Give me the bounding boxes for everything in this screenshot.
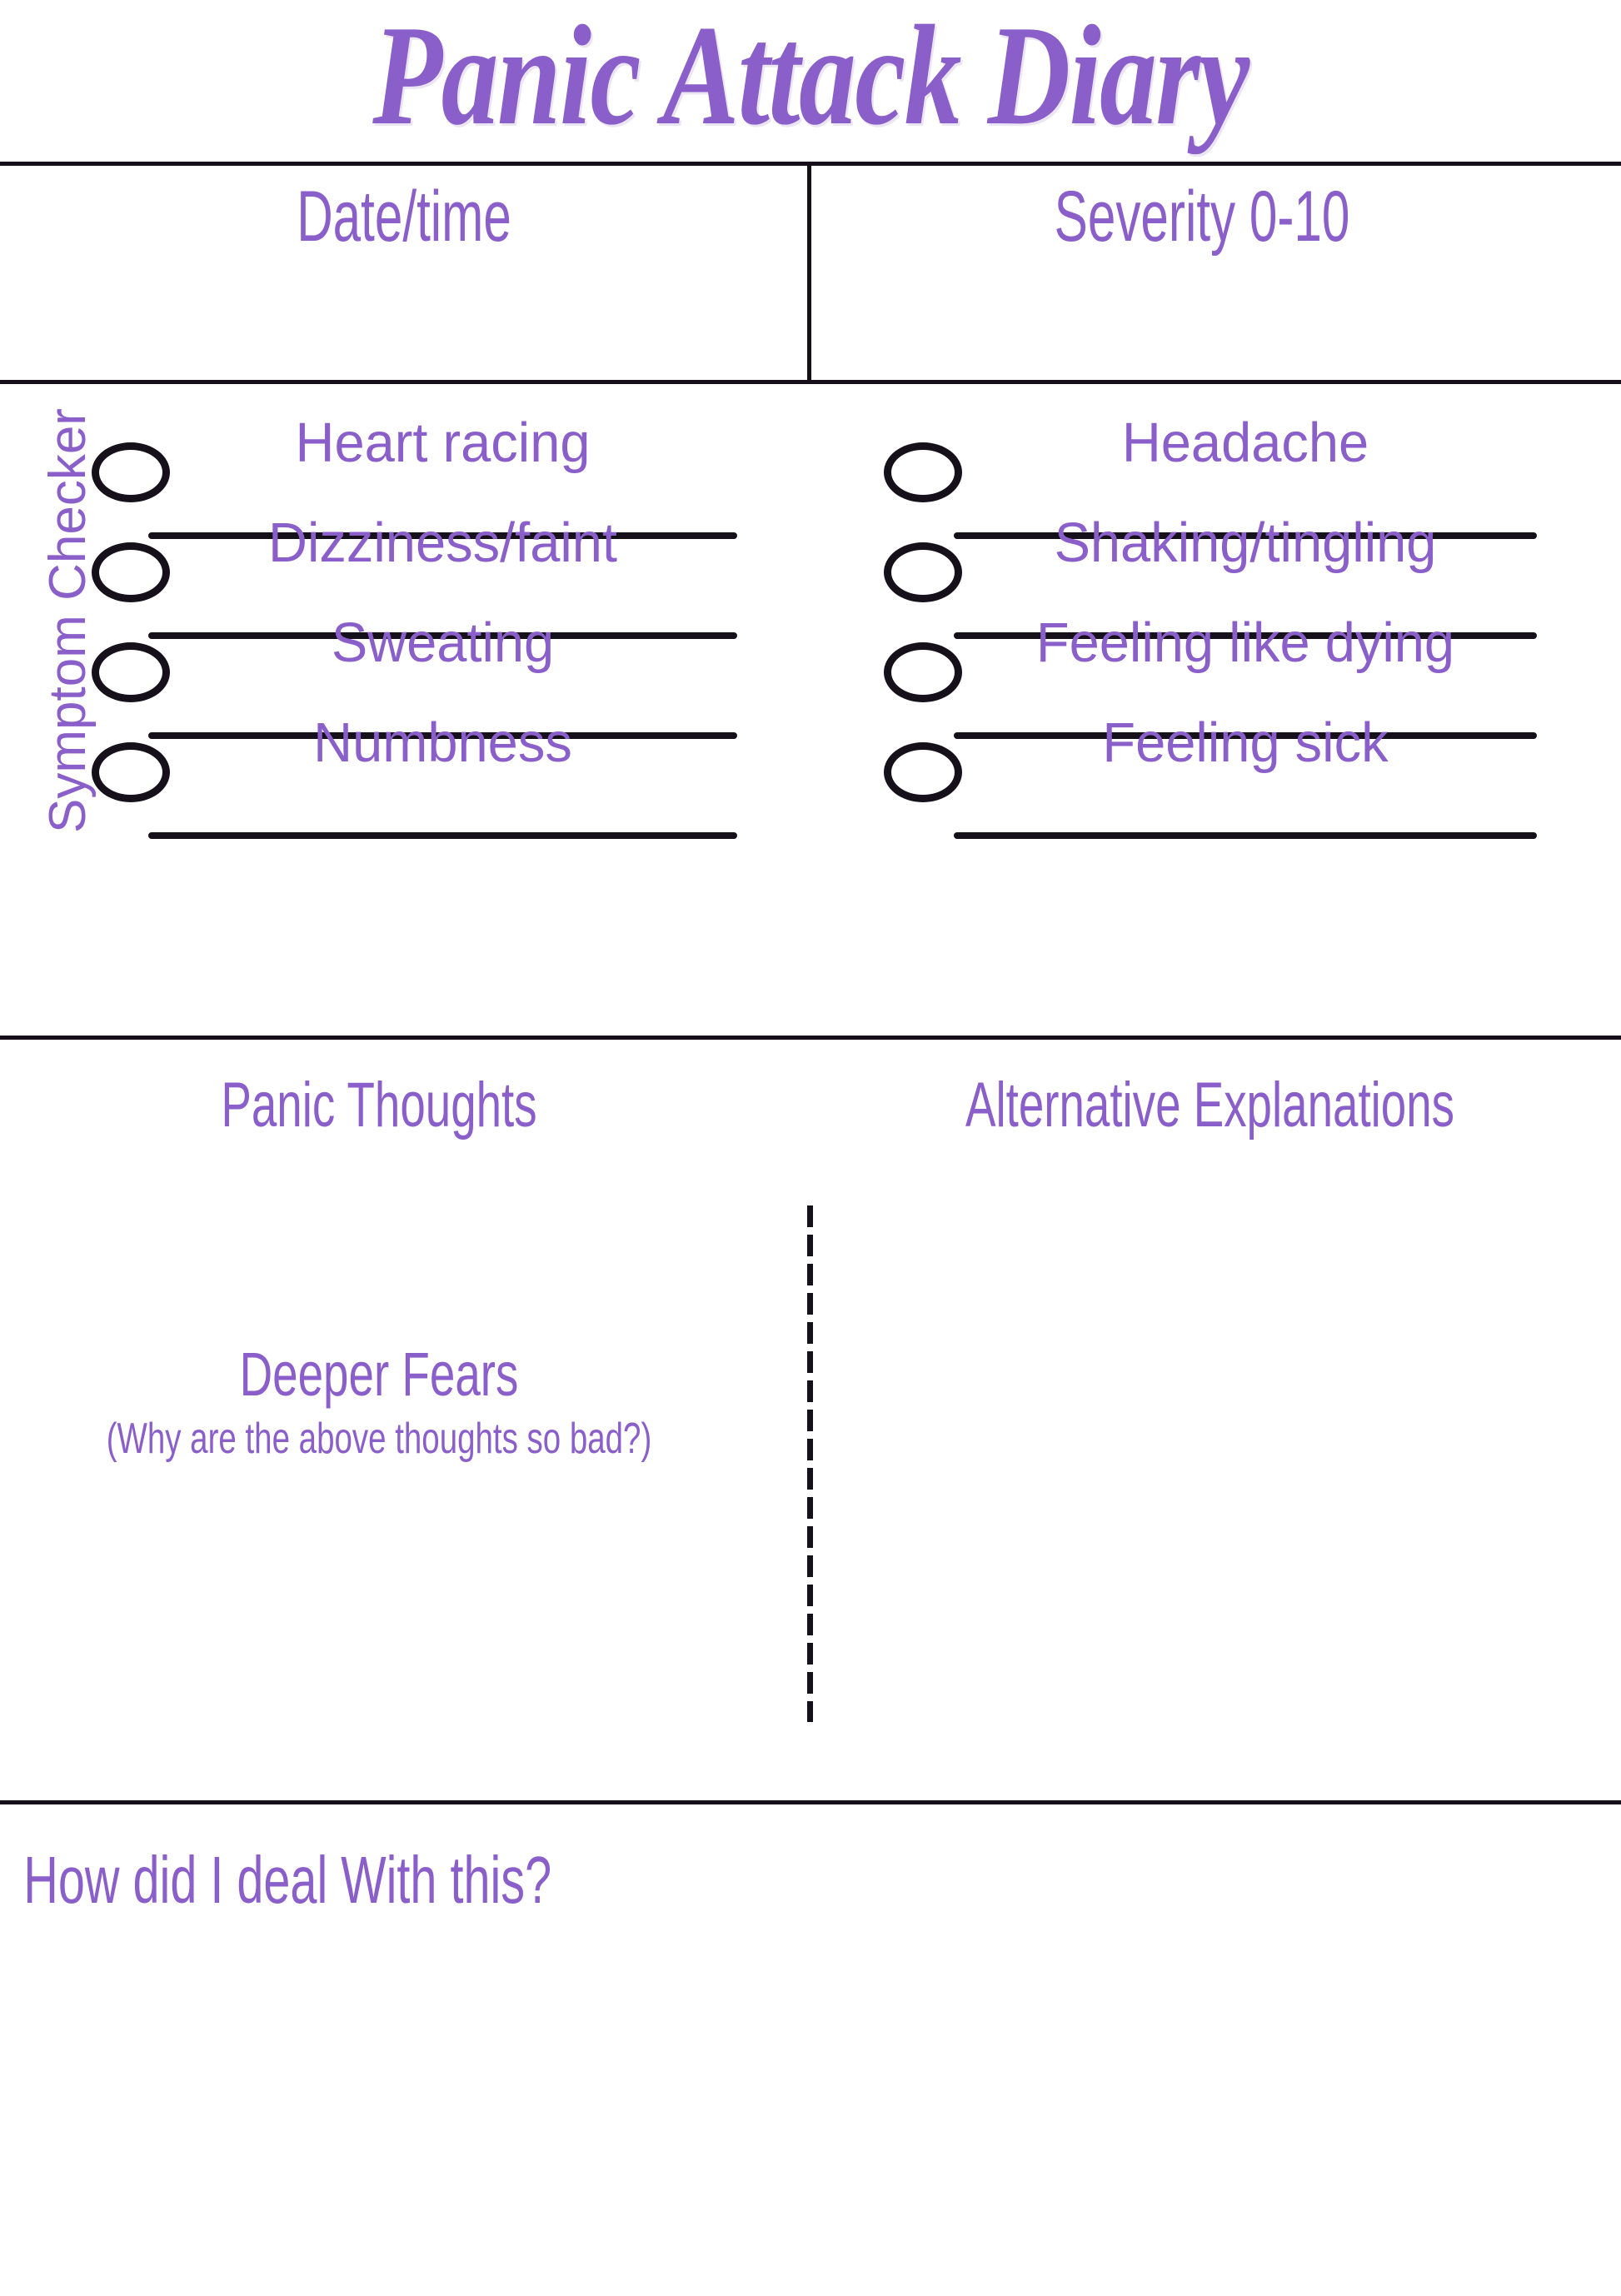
header-bottom-border [0, 380, 1621, 384]
symptom-write-line-4[interactable] [148, 832, 737, 839]
symptom-section-bottom-border [0, 1036, 1621, 1040]
coping-section-top-border [0, 1800, 1621, 1804]
symptom-write-line-5[interactable] [954, 532, 1537, 539]
alternative-explanations-heading: Alternative Explanations [965, 1070, 1455, 1141]
symptom-checkbox-dizziness-faint[interactable] [92, 542, 170, 602]
symptom-write-line-1[interactable] [148, 532, 737, 539]
symptom-write-line-6[interactable] [954, 632, 1537, 639]
coping-write-area[interactable] [0, 1933, 1621, 2291]
symptom-label-heart-racing: Heart racing [295, 412, 591, 474]
symptom-checkbox-sweating[interactable] [92, 642, 170, 702]
severity-header: Severity 0-10 [1054, 177, 1350, 257]
symptom-checkbox-numbness[interactable] [92, 742, 170, 802]
symptom-label-dizziness-faint: Dizziness/faint [268, 512, 617, 574]
panic-thoughts-heading: Panic Thoughts [221, 1070, 537, 1141]
symptom-checkbox-headache[interactable] [884, 442, 962, 502]
symptom-checkbox-heart-racing[interactable] [92, 442, 170, 502]
deeper-fears-hint: (Why are the above thoughts so bad?) [106, 1415, 652, 1463]
symptom-label-feeling-like-dying: Feeling like dying [1035, 611, 1455, 674]
deeper-fears-block: Deeper Fears (Why are the above thoughts… [0, 1340, 758, 1463]
symptom-write-line-8[interactable] [954, 832, 1537, 839]
thoughts-dashed-divider [807, 1205, 813, 1722]
symptom-checkbox-shaking-tingling[interactable] [884, 542, 962, 602]
symptom-label-numbness: Numbness [313, 711, 572, 774]
symptom-label-headache: Headache [1121, 412, 1369, 474]
header-column-divider [807, 163, 811, 382]
symptom-checkbox-feeling-like-dying[interactable] [884, 642, 962, 702]
coping-question-label: How did I deal With this? [23, 1843, 552, 1917]
symptom-write-line-3[interactable] [148, 732, 737, 739]
symptom-write-line-7[interactable] [954, 732, 1537, 739]
panic-thoughts-write-area[interactable] [0, 1166, 800, 1700]
symptom-label-feeling-sick: Feeling sick [1102, 711, 1389, 774]
deeper-fears-heading: Deeper Fears [239, 1340, 519, 1409]
symptom-write-line-2[interactable] [148, 632, 737, 639]
symptom-checkbox-feeling-sick[interactable] [884, 742, 962, 802]
symptom-label-sweating: Sweating [331, 611, 555, 674]
symptom-checker-section-label: Symptom Checker [39, 408, 97, 833]
symptom-label-shaking-tingling: Shaking/tingling [1054, 512, 1437, 574]
alternative-explanations-write-area[interactable] [816, 1166, 1616, 1700]
page-title: Panic Attack Diary [372, 0, 1249, 155]
date-time-header: Date/time [297, 177, 511, 257]
